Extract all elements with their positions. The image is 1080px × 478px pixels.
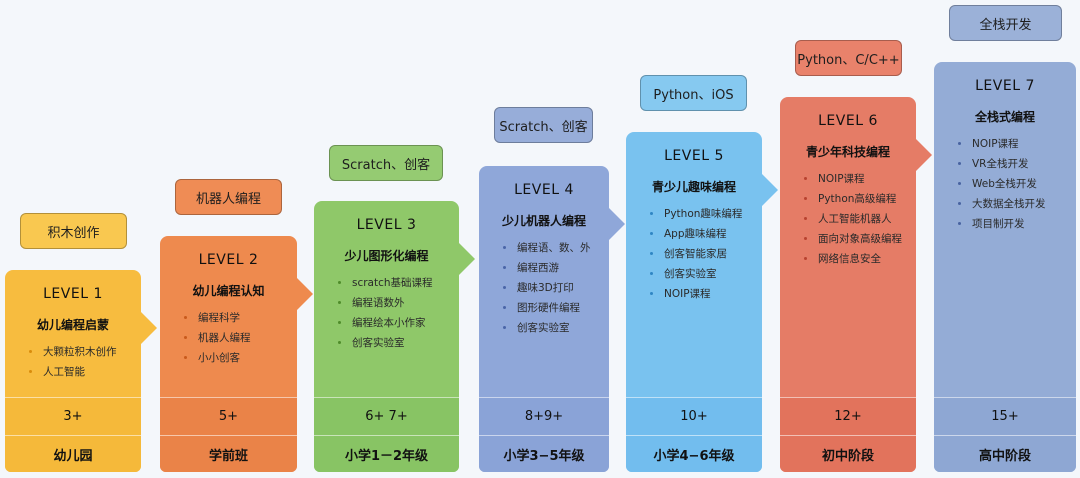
course-item: scratch基础课程 (338, 273, 453, 293)
level-5-subtitle: 青少儿趣味编程 (651, 180, 736, 194)
course-item: 小小创客 (184, 348, 291, 368)
level-5-age: 10+ (680, 408, 708, 424)
level-4-card: LEVEL 4 少儿机器人编程编程语、数、外编程西游趣味3D打印图形硬件编程创客实… (479, 166, 609, 472)
level-2-subtitle: 幼儿编程认知 (192, 284, 265, 298)
level-1-subtitle: 幼儿编程启蒙 (36, 318, 109, 332)
level-5-tag: Python、iOS (640, 75, 747, 111)
level-4-tag: Scratch、创客 (494, 107, 593, 143)
level-4-bands: 8+9+ 小学3−5年级 (479, 397, 609, 472)
course-item: App趣味编程 (650, 224, 756, 244)
level-4-age: 8+9+ (524, 408, 564, 424)
course-item: 创客智能家居 (650, 244, 756, 264)
level-1-arrow-icon (141, 312, 157, 344)
level-3-card: LEVEL 3 少儿图形化编程 scratch基础课程编程语数外编程绘本小作家创客实… (314, 201, 459, 472)
level-5-bands: 10+ 小学4−6年级 (626, 397, 762, 472)
level-7-subtitle: 全栈式编程 (974, 110, 1035, 124)
level-5-stage: 小学4−6年级 (626, 435, 762, 473)
course-item: Python趣味编程 (650, 204, 756, 224)
course-item: 编程西游 (503, 258, 603, 278)
level-3-tag: Scratch、创客 (329, 145, 443, 181)
level-6-tag: Python、C/C++ (795, 40, 902, 76)
course-item: 创客实验室 (650, 264, 756, 284)
course-item: 创客实验室 (338, 333, 453, 353)
level-3-course-list: scratch基础课程编程语数外编程绘本小作家创客实验室 (338, 273, 453, 353)
level-1-tag: 积木创作 (20, 213, 127, 249)
level-7-tag: 全栈开发 (949, 5, 1062, 41)
level-3-label: LEVEL 3 (356, 217, 417, 233)
level-1-label: LEVEL 1 (43, 286, 103, 302)
level-4-course-list: 编程语、数、外编程西游趣味3D打印图形硬件编程创客实验室 (503, 238, 603, 338)
course-item: 大数据全栈开发 (958, 194, 1070, 214)
level-4-arrow-icon (609, 208, 625, 240)
level-6-label: LEVEL 6 (818, 113, 878, 129)
course-item: 编程语数外 (338, 293, 453, 313)
level-7-age: 15+ (991, 408, 1019, 424)
course-item: 编程绘本小作家 (338, 313, 453, 333)
course-item: VR全栈开发 (958, 154, 1070, 174)
level-6-age: 12+ (834, 408, 862, 424)
level-3-stage: 小学1－2年级 (314, 435, 459, 473)
level-4-stage: 小学3−5年级 (479, 435, 609, 473)
level-4-label: LEVEL 4 (514, 182, 574, 198)
course-item: 人工智能 (29, 362, 135, 382)
level-3-arrow-icon (459, 243, 475, 275)
course-item: 网络信息安全 (804, 249, 910, 269)
level-2-tag: 机器人编程 (175, 179, 282, 215)
level-3-age: 6+ 7+ (365, 408, 408, 424)
course-item: 项目制开发 (958, 214, 1070, 234)
level-1-course-list: 大颗粒积木创作人工智能 (29, 342, 135, 382)
course-item: Web全栈开发 (958, 174, 1070, 194)
level-2-bands: 5+ 学前班 (160, 397, 297, 472)
level-7-label: LEVEL 7 (975, 78, 1035, 94)
course-item: 图形硬件编程 (503, 298, 603, 318)
level-3-subtitle: 少儿图形化编程 (344, 249, 429, 263)
level-5-label: LEVEL 5 (664, 148, 724, 164)
level-2-label: LEVEL 2 (198, 252, 259, 268)
level-1-stage: 幼儿园 (5, 435, 141, 473)
level-5-arrow-icon (762, 174, 778, 206)
level-1-card: LEVEL 1 幼儿编程启蒙大颗粒积木创作人工智能 3+ 幼儿园 (5, 270, 141, 472)
level-2-course-list: 编程科学机器人编程小小创客 (184, 308, 291, 368)
course-item: Python高级编程 (804, 189, 910, 209)
course-item: 编程科学 (184, 308, 291, 328)
level-6-bands: 12+ 初中阶段 (780, 397, 916, 472)
course-item: 机器人编程 (184, 328, 291, 348)
level-4-subtitle: 少儿机器人编程 (501, 214, 586, 228)
level-2-stage: 学前班 (160, 435, 297, 473)
level-1-age: 3+ (63, 408, 83, 424)
level-7-bands: 15+ 高中阶段 (934, 397, 1076, 472)
course-item: 人工智能机器人 (804, 209, 910, 229)
level-6-stage: 初中阶段 (780, 435, 916, 473)
course-item: 面向对象高级编程 (804, 229, 910, 249)
level-2-card: LEVEL 2 幼儿编程认知编程科学机器人编程小小创客 5+ 学前班 (160, 236, 297, 472)
course-item: NOIP课程 (650, 284, 756, 304)
level-2-arrow-icon (297, 278, 313, 310)
course-item: 趣味3D打印 (503, 278, 603, 298)
level-6-arrow-icon (916, 139, 932, 171)
course-item: NOIP课程 (804, 169, 910, 189)
level-7-stage: 高中阶段 (934, 435, 1076, 473)
level-3-bands: 6+ 7+ 小学1－2年级 (314, 397, 459, 472)
course-item: 创客实验室 (503, 318, 603, 338)
course-item: 大颗粒积木创作 (29, 342, 135, 362)
level-1-bands: 3+ 幼儿园 (5, 397, 141, 472)
course-item: NOIP课程 (958, 134, 1070, 154)
level-6-subtitle: 青少年科技编程 (805, 145, 890, 159)
course-item: 编程语、数、外 (503, 238, 603, 258)
level-2-age: 5+ (218, 408, 239, 424)
